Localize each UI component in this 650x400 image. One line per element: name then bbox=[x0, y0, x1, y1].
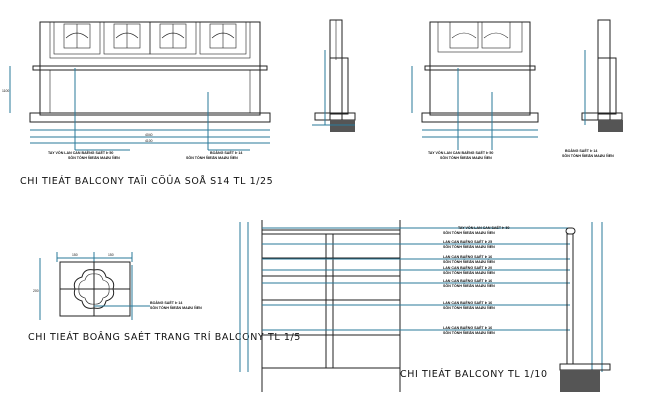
note-paint-4: SÔN TÓNH ÑIEÄN MAØU ÑEN bbox=[562, 153, 614, 158]
note-detail-paint-3: SÔN TÓNH ÑIEÄN MAØU ÑEN bbox=[443, 259, 495, 264]
note-iron-bar-2: BOÂNG SAÉT Þ 14 bbox=[565, 148, 597, 153]
ornament-detail: 150 150 200 BOÂNG SAÉT Þ 14 SÔN TÓNH ÑIE… bbox=[28, 252, 301, 343]
note-paint-3: SÔN TÓNH ÑIEÄN MAØU ÑEN bbox=[440, 155, 492, 160]
note-ornament-bar: BOÂNG SAÉT Þ 14 bbox=[150, 300, 182, 305]
balcony-section-1 bbox=[312, 19, 356, 132]
note-detail-rail-1: LAN CAN BAÈNG SAÉT Þ 25 bbox=[443, 239, 492, 244]
dim-height: 1100 bbox=[2, 89, 9, 93]
note-detail-rail-4: LAN CAN BAÈNG SAÉT Þ 16 bbox=[443, 278, 492, 283]
note-paint-2: SÔN TÓNH ÑIEÄN MAØU ÑEN bbox=[186, 155, 238, 160]
note-detail-paint-4: SÔN TÓNH ÑIEÄN MAØU ÑEN bbox=[443, 270, 495, 275]
balcony-detail-section bbox=[559, 222, 611, 392]
note-detail-handrail: TAY VÒN LAN CAN SAÉT Þ 50 bbox=[458, 225, 509, 230]
title-balcony-window: CHI TIEÁT BALCONY TAÏI CÖÛA SOÅ S14 TL 1… bbox=[20, 175, 273, 187]
note-detail-paint-2: SÔN TÓNH ÑIEÄN MAØU ÑEN bbox=[443, 244, 495, 249]
note-detail-rail-3: LAN CAN BAÈNG SAÉT Þ 20 bbox=[443, 265, 492, 270]
note-detail-rail-2: LAN CAN BAÈNG SAÉT Þ 16 bbox=[443, 254, 492, 259]
note-handrail-2: TAY VÒN LAN CAN BAÈNG SAÉT Þ 50 bbox=[428, 150, 493, 155]
balcony-section-2: BOÂNG SAÉT Þ 14 SÔN TÓNH ÑIEÄN MAØU ÑEN bbox=[562, 19, 623, 158]
dim-total-1: 4040 bbox=[145, 133, 153, 137]
title-balcony-detail: CHI TIEÁT BALCONY TL 1/10 bbox=[400, 368, 548, 380]
note-handrail: TAY VÒN LAN CAN BAÈNG SAÉT Þ 50 bbox=[48, 150, 113, 155]
dim-total-2: 4100 bbox=[145, 139, 153, 143]
note-detail-paint-7: SÔN TÓNH ÑIEÄN MAØU ÑEN bbox=[443, 330, 495, 335]
window-panels bbox=[53, 21, 247, 55]
balcony-detail-elevation: TAY VÒN LAN CAN SAÉT Þ 50 SÔN TÓNH ÑIEÄN… bbox=[239, 220, 570, 392]
note-iron-bar: BOÂNG SAÉT Þ 14 bbox=[210, 150, 242, 155]
dim-ornament-w1: 150 bbox=[72, 253, 78, 257]
note-detail-rail-5: LAN CAN BAÈNG SAÉT Þ 16 bbox=[443, 300, 492, 305]
title-ornament: CHI TIEÁT BOÂNG SAÉT TRANG TRÍ BALCONY T… bbox=[28, 331, 301, 343]
note-paint: SÔN TÓNH ÑIEÄN MAØU ÑEN bbox=[68, 155, 120, 160]
note-ornament-paint: SÔN TÓNH ÑIEÄN MAØU ÑEN bbox=[150, 305, 202, 310]
dim-ornament-h: 200 bbox=[33, 289, 39, 293]
note-detail-rail-6: LAN CAN BAÈNG SAÉT Þ 16 bbox=[443, 325, 492, 330]
balcony-elevation-2: TAY VÒN LAN CAN BAÈNG SAÉT Þ 50 SÔN TÓNH… bbox=[411, 21, 539, 160]
handrail bbox=[32, 65, 268, 71]
note-detail-paint-5: SÔN TÓNH ÑIEÄN MAØU ÑEN bbox=[443, 283, 495, 288]
note-detail-paint-1: SÔN TÓNH ÑIEÄN MAØU ÑEN bbox=[443, 230, 495, 235]
balcony-elevation-1: 4040 4100 1100 TAY VÒN LAN CAN BAÈNG SAÉ… bbox=[2, 21, 273, 187]
dim-ornament-w2: 150 bbox=[108, 253, 114, 257]
balcony-slab bbox=[29, 112, 271, 123]
note-detail-paint-6: SÔN TÓNH ÑIEÄN MAØU ÑEN bbox=[443, 305, 495, 310]
